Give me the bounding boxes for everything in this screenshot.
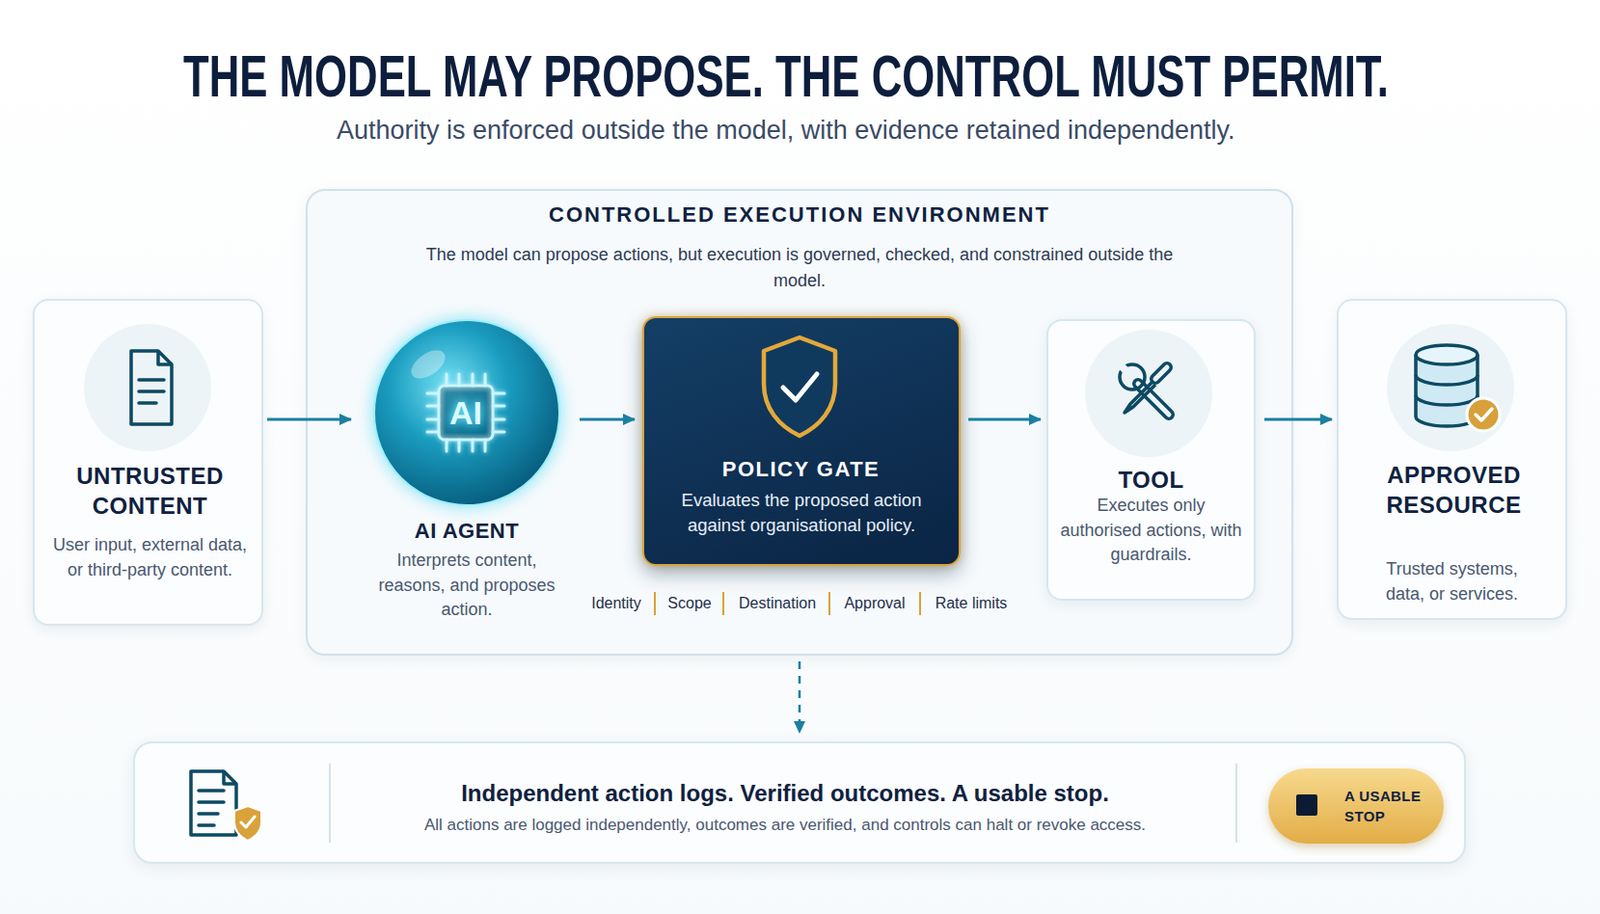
band-heading: Independent action logs. Verified outcom… (322, 779, 1248, 809)
card-heading: TOOL (1048, 464, 1254, 495)
card-description: Executes only authorised actions, with g… (1057, 493, 1245, 569)
page-subtitle: Authority is enforced outside the model,… (336, 113, 1236, 147)
tools-icon (1084, 329, 1213, 458)
resource-card: APPROVED RESOURCE Trusted systems, data, … (1336, 298, 1568, 621)
tool-card: TOOLExecutes only authorised actions, wi… (1046, 319, 1256, 601)
database-icon (1386, 324, 1515, 452)
card-heading: UNTRUSTED CONTENT (42, 461, 258, 521)
stop-button: A USABLE STOP (1268, 768, 1444, 844)
input-card: UNTRUSTED CONTENT User input, external da… (32, 298, 264, 626)
flow-arrow (968, 418, 1041, 422)
card-description: Trusted systems, data, or services. (1364, 557, 1540, 607)
agent-heading: AI AGENT (360, 516, 573, 546)
card-description: User input, external data, or third-part… (51, 533, 249, 583)
page-title: THE MODEL MAY PROPOSE. THE CONTROL MUST … (183, 42, 1389, 110)
chip-icon (427, 374, 505, 452)
gate-description: Evaluates the proposed action against or… (659, 488, 944, 539)
environment-container: CONTROLLED EXECUTION ENVIRONMENT The mode… (305, 189, 1294, 656)
separator-marks (654, 592, 921, 616)
band-description: All actions are logged independently, ou… (322, 814, 1248, 837)
dashed-connector (798, 661, 802, 733)
band-dividers (329, 763, 1237, 843)
evidence-band: Independent action logs. Verified outcom… (133, 741, 1466, 865)
flow-arrow (579, 418, 635, 422)
policy-gate: POLICY GATEEvaluates the proposed action… (642, 316, 961, 567)
card-heading: APPROVED RESOURCE (1346, 460, 1562, 520)
container-description: The model can propose actions, but execu… (418, 242, 1181, 295)
flow-arrow (267, 418, 352, 422)
agent-node: AI AGENTInterprets content, reasons, and… (360, 316, 573, 622)
flow-arrow (1264, 418, 1332, 422)
button-label: A USABLE STOP (1344, 786, 1434, 827)
agent-outline (374, 320, 560, 506)
document-icon (83, 324, 212, 452)
shield-icon (763, 337, 836, 436)
container-heading: CONTROLLED EXECUTION ENVIRONMENT (307, 201, 1292, 229)
gate-heading: POLICY GATE (644, 455, 958, 485)
agent-glow (369, 315, 565, 511)
agent-highlight (406, 345, 450, 385)
log-icon (190, 771, 262, 841)
agent-description: Interprets content, reasons, and propose… (370, 548, 564, 624)
stop-square (1296, 794, 1318, 816)
